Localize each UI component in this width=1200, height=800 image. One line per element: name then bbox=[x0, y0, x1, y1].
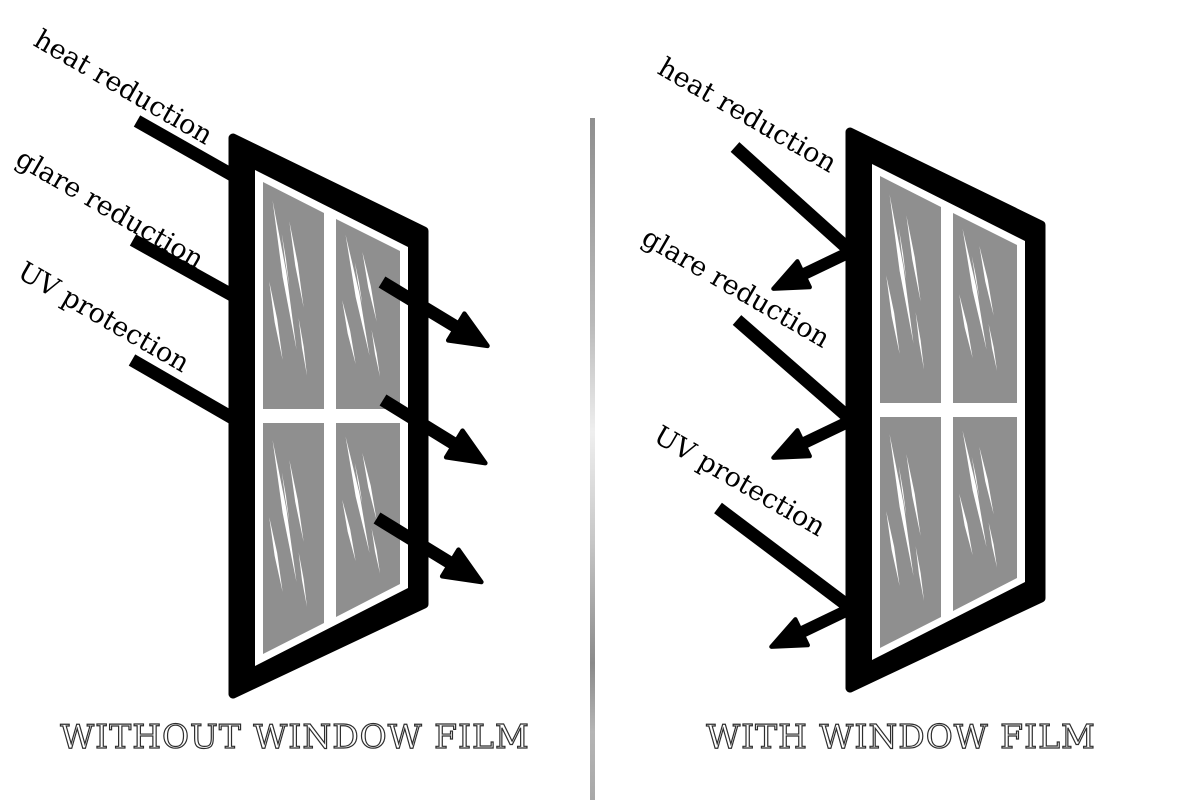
left-exit-arrows bbox=[373, 276, 490, 585]
left-heat-ray bbox=[133, 115, 252, 190]
right-heat-ray bbox=[730, 142, 861, 261]
left-glare-exit-arrow-icon bbox=[379, 394, 488, 466]
right-caption: WITH WINDOW FILM bbox=[706, 716, 1096, 756]
right-glare-ray bbox=[732, 315, 861, 429]
right-incoming-rays bbox=[714, 142, 861, 618]
left-incoming-rays bbox=[128, 115, 252, 433]
left-heat-exit-arrow-icon bbox=[378, 276, 490, 349]
left-uv-exit-arrow-icon bbox=[373, 512, 484, 585]
left-glare-ray bbox=[129, 234, 252, 310]
right-uv-ray bbox=[714, 502, 860, 618]
right-window-illustration bbox=[850, 132, 1041, 688]
left-uv-ray bbox=[128, 354, 252, 433]
right-bounce-arrows bbox=[769, 246, 853, 649]
right-glare-bounce-arrow-icon bbox=[771, 415, 853, 460]
left-caption: WITHOUT WINDOW FILM bbox=[60, 716, 530, 756]
right-heat-bounce-arrow-icon bbox=[771, 246, 853, 291]
left-window-illustration bbox=[233, 138, 424, 694]
right-uv-bounce-arrow-icon bbox=[769, 603, 853, 649]
panel-divider bbox=[590, 118, 595, 800]
